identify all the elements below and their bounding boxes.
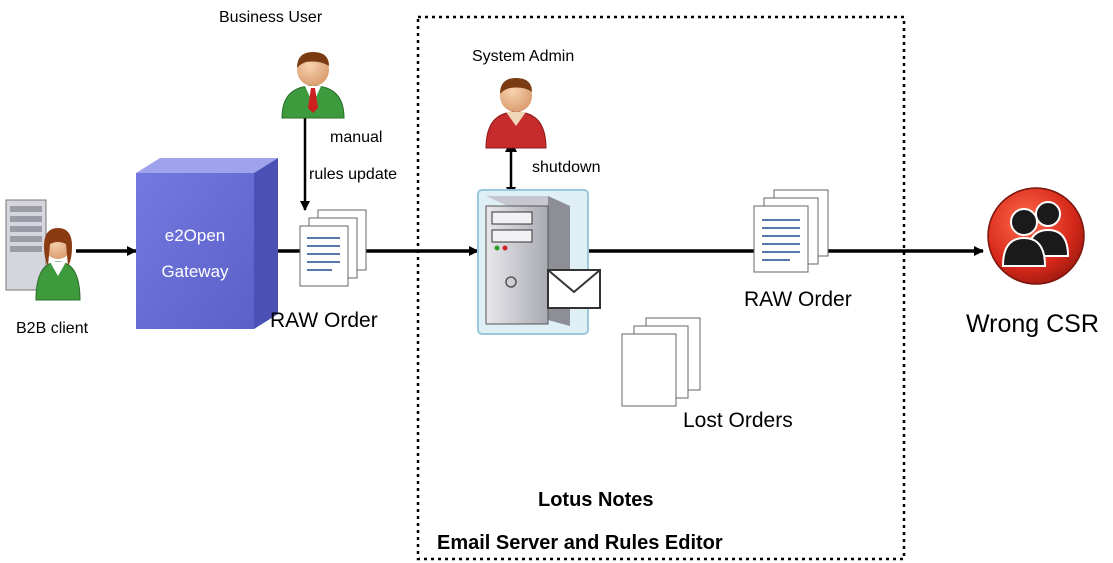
manual-label: manual <box>330 129 383 146</box>
shutdown-label: shutdown <box>532 159 601 176</box>
lotus-notes-boundary <box>416 15 906 561</box>
rules-update-label: rules update <box>309 166 398 183</box>
wrong-csr-icon <box>987 187 1085 285</box>
lotus-notes-title: Lotus Notes <box>538 489 654 511</box>
gateway-label-line1: e2Open <box>164 226 226 245</box>
raw-order-docs-right-icon <box>753 189 829 273</box>
b2b-client-person-icon <box>35 228 81 301</box>
gateway-label-line2: Gateway <box>161 262 229 281</box>
wrong-csr-label: Wrong CSR <box>966 310 1099 338</box>
lotus-notes-subtitle: Email Server and Rules Editor <box>437 532 723 554</box>
mail-server-icon <box>477 189 601 335</box>
business-user-label: Business User <box>219 9 323 26</box>
gateway-box <box>136 158 278 329</box>
raw-order-left-label: RAW Order <box>270 309 378 332</box>
lost-orders-label: Lost Orders <box>683 409 793 432</box>
lost-orders-docs-icon <box>621 317 701 407</box>
raw-order-right-label: RAW Order <box>744 288 852 311</box>
business-user-icon <box>281 52 345 119</box>
system-admin-icon <box>485 78 547 149</box>
system-admin-label: System Admin <box>472 48 575 65</box>
raw-order-docs-left-icon <box>299 209 367 287</box>
b2b-client-label: B2B client <box>16 320 89 337</box>
